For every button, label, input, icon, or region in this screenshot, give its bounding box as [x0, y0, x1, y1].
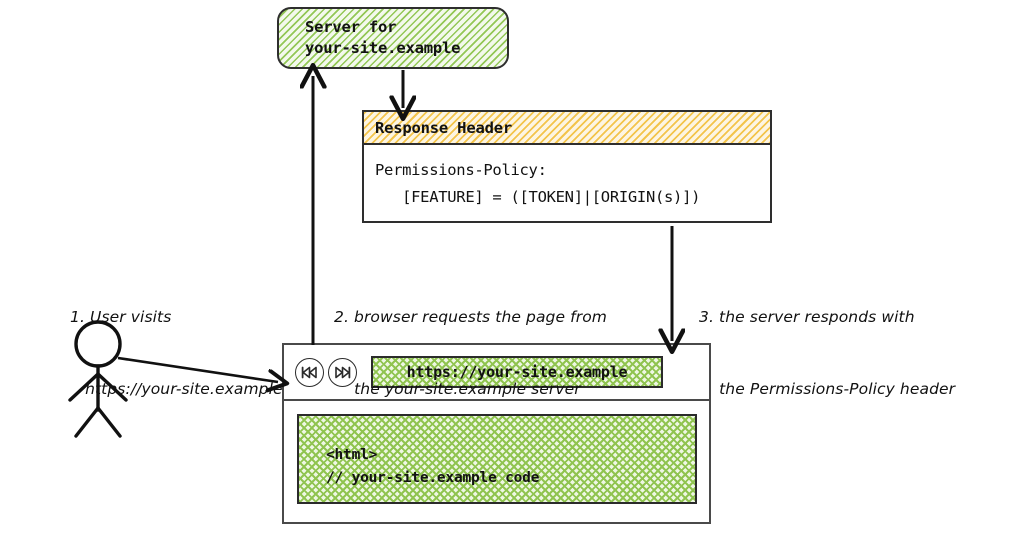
response-header-box: Response Header Permissions-Policy: [FEA… — [362, 110, 772, 223]
fast-forward-glyph — [335, 366, 351, 378]
permissions-policy-value: [FEATURE] = ([TOKEN]|[ORIGIN(s)]) — [375, 188, 701, 206]
response-header-title-bar: Response Header — [364, 112, 770, 145]
page-content-area: <html> // your-site.example code — [297, 414, 697, 504]
step-2-caption: 2. browser requests the page from the yo… — [334, 257, 607, 449]
url-text: https://your-site.example — [406, 363, 628, 381]
step-2-line2: the your-site.example server — [334, 380, 581, 398]
browser-viewport: <html> // your-site.example code — [284, 401, 709, 504]
rewind-icon[interactable] — [295, 357, 324, 387]
step-1-caption: 1. User visits https://your-site.example — [70, 257, 283, 449]
page-code-line2: // your-site.example code — [326, 470, 540, 486]
page-code-line1: <html> — [326, 447, 378, 463]
browser-toolbar: https://your-site.example — [284, 345, 709, 401]
permissions-policy-key: Permissions-Policy: — [375, 161, 547, 179]
step-3-caption: 3. the server responds with the Permissi… — [699, 257, 955, 449]
step-3-line2: the Permissions-Policy header — [699, 380, 956, 398]
step-2-line1: 2. browser requests the page from — [334, 308, 607, 326]
step-1-line2: https://your-site.example — [70, 380, 283, 398]
browser-window: https://your-site.example <html> // your… — [282, 343, 711, 524]
step-3-line1: 3. the server responds with — [699, 308, 915, 326]
fast-forward-icon[interactable] — [328, 357, 357, 387]
server-label-line1: Server for — [305, 18, 397, 36]
step-1-line1: 1. User visits — [70, 308, 172, 326]
response-header-body: Permissions-Policy: [FEATURE] = ([TOKEN]… — [364, 145, 770, 211]
rewind-glyph — [301, 366, 317, 378]
response-header-title: Response Header — [375, 118, 512, 137]
server-box: Server for your-site.example — [277, 7, 509, 69]
url-address-bar[interactable]: https://your-site.example — [371, 356, 663, 388]
server-label-line2: your-site.example — [305, 39, 461, 57]
